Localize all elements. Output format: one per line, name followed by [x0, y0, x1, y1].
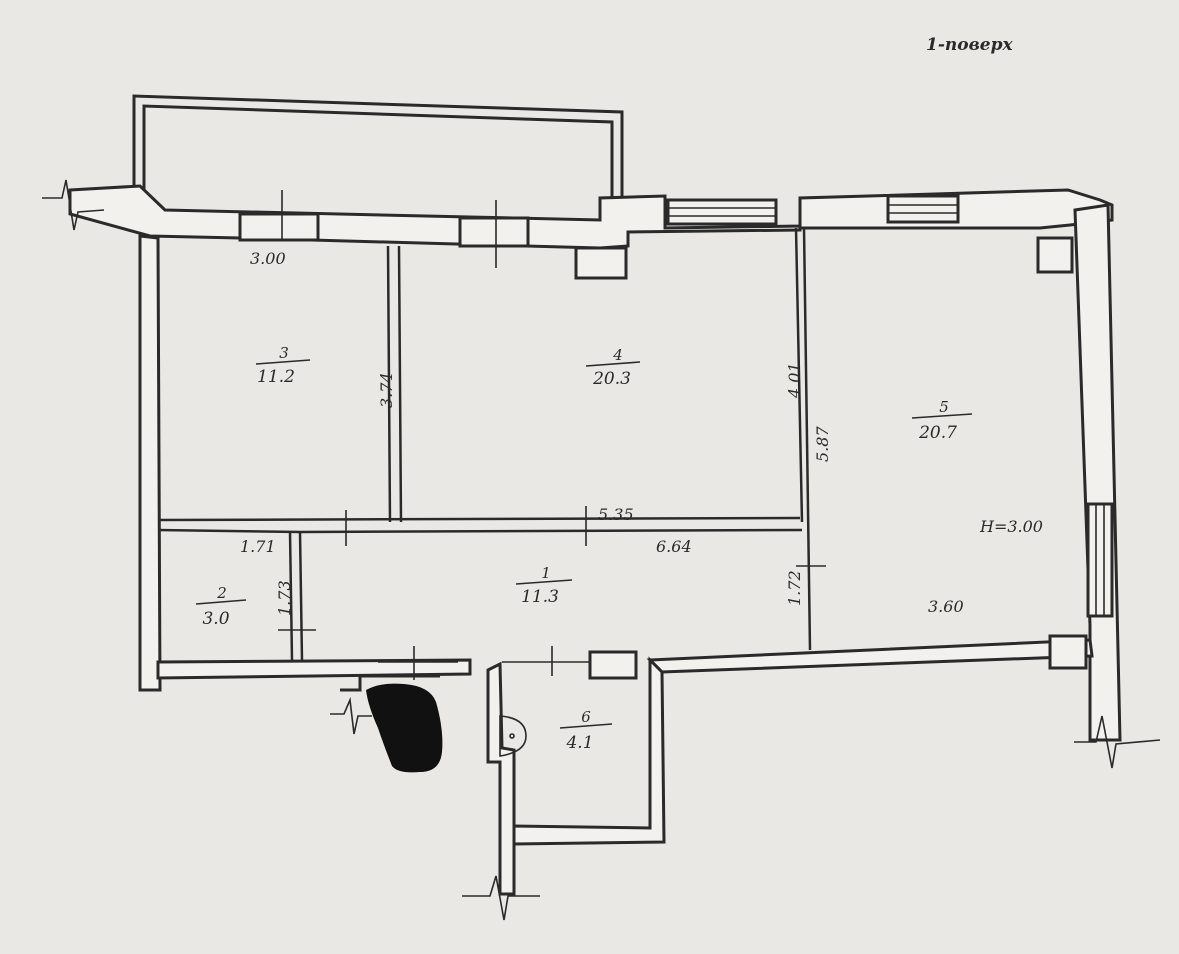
- dim-room3-depth: 3.74: [377, 372, 396, 408]
- dim-room1-depth: 1.72: [785, 570, 804, 606]
- dim-room2-width: 1.71: [240, 537, 276, 556]
- redaction-mark: [366, 683, 443, 773]
- dim-room4-depth: 4.01: [785, 362, 804, 399]
- dim-room5-width: 3.60: [928, 597, 964, 616]
- room-1-number: 1: [541, 564, 551, 582]
- dim-room5-depth: 5.87: [813, 426, 832, 462]
- room-2-number: 2: [216, 584, 227, 602]
- room-2-area: 3.0: [202, 609, 229, 629]
- room-4-number: 4: [612, 346, 623, 364]
- balcony: [132, 94, 624, 210]
- dim-room1-width: 6.64: [656, 537, 692, 556]
- room-4-area: 20.3: [592, 369, 631, 389]
- sink-icon: [499, 715, 527, 757]
- room-5-number: 5: [939, 398, 949, 416]
- room-6-number: 6: [581, 708, 591, 726]
- floor-title: 1-поверх: [926, 35, 1013, 55]
- break-marks: [42, 179, 1161, 921]
- room-3-number: 3: [279, 344, 289, 362]
- ceiling-height: H=3.00: [979, 517, 1043, 536]
- dim-room2-depth: 1.73: [275, 580, 294, 616]
- interior-walls: [157, 227, 826, 680]
- dim-room3-width: 3.00: [250, 249, 286, 268]
- columns: [574, 236, 1088, 680]
- room-1-area: 11.3: [521, 587, 559, 607]
- room-5-area: 20.7: [918, 423, 957, 443]
- windows: [238, 190, 1114, 618]
- dim-room4-width: 5.35: [598, 505, 634, 524]
- room-6-area: 4.1: [565, 733, 593, 753]
- exterior-walls: [68, 184, 1122, 896]
- room-3-area: 11.2: [257, 367, 295, 387]
